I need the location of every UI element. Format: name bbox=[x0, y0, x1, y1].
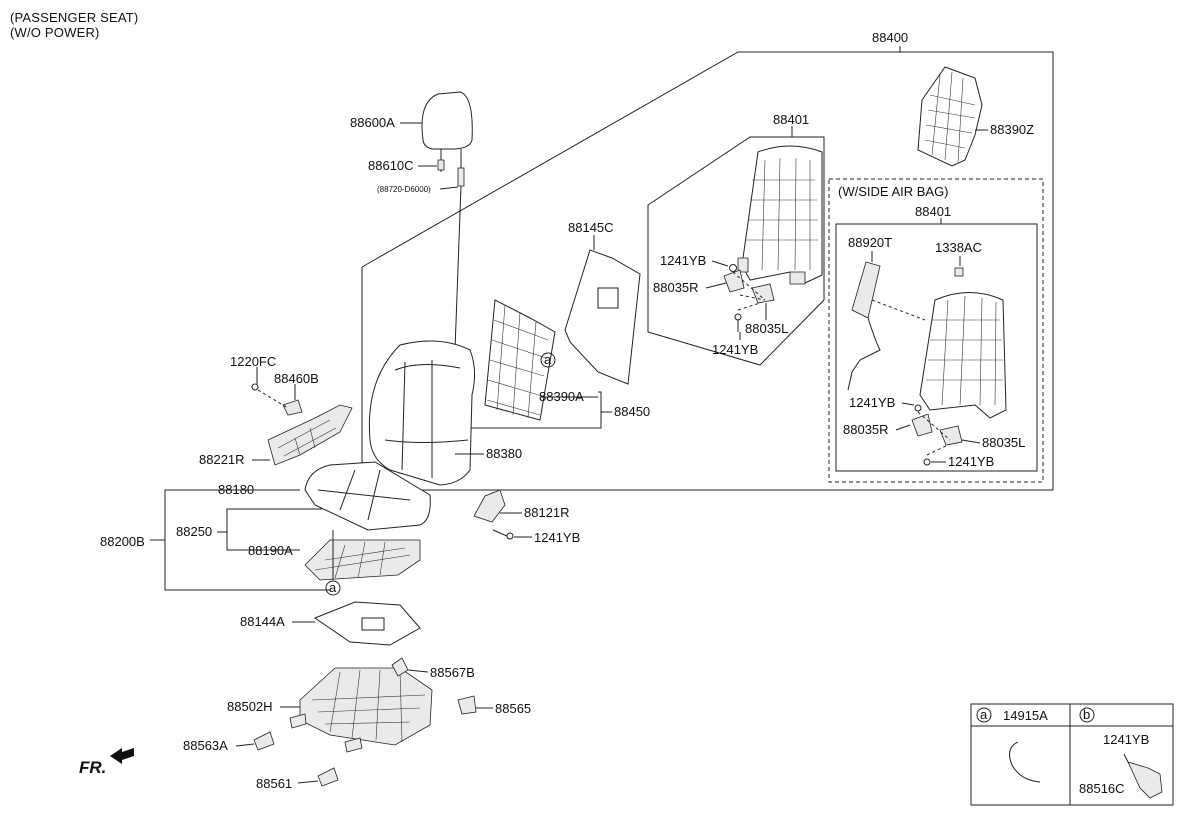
label-88145C: 88145C bbox=[568, 220, 614, 235]
bracket-88450 bbox=[460, 391, 602, 429]
seat-cushion-88180 bbox=[304, 461, 431, 531]
label-1241YB-e: 1241YB bbox=[534, 530, 580, 545]
label-88180: 88180 bbox=[218, 482, 254, 497]
group-88401-inner-frame bbox=[835, 223, 1038, 472]
leader-1241YB-c bbox=[901, 402, 915, 406]
callout-a-upper-label: a bbox=[544, 352, 552, 367]
label-88035L-a: 88035L bbox=[745, 321, 788, 336]
label-88565: 88565 bbox=[495, 701, 531, 716]
label-88610C: 88610C bbox=[368, 158, 414, 173]
label-1241YB-d: 1241YB bbox=[948, 454, 994, 469]
legend-b-part-88516C: 88516C bbox=[1079, 781, 1125, 796]
seat-back-frame-airbag bbox=[919, 267, 1007, 419]
label-88380: 88380 bbox=[486, 446, 522, 461]
leader-1241YB-a bbox=[711, 260, 729, 267]
label-88221R: 88221R bbox=[199, 452, 245, 467]
front-marker-label: FR. bbox=[79, 758, 107, 777]
recliner-bracket-top bbox=[723, 264, 775, 332]
legend-b-key: b bbox=[1083, 707, 1090, 722]
callout-a-lower bbox=[325, 580, 341, 596]
leader-88561 bbox=[297, 780, 319, 784]
label-1241YB-a: 1241YB bbox=[660, 253, 706, 268]
label-88450: 88450 bbox=[614, 404, 650, 419]
label-1241YB-c: 1241YB bbox=[849, 395, 895, 410]
label-88561: 88561 bbox=[256, 776, 292, 791]
bracket-88250 bbox=[226, 508, 322, 551]
label-88035L-b: 88035L bbox=[982, 435, 1025, 450]
heading-seat: (PASSENGER SEAT) bbox=[10, 10, 139, 25]
label-88600A: 88600A bbox=[350, 115, 395, 130]
bracket-88200B bbox=[164, 489, 330, 591]
cushion-mat-88190A bbox=[304, 539, 421, 581]
label-88920T: 88920T bbox=[848, 235, 892, 250]
seat-track-88502H bbox=[289, 667, 433, 753]
pad-88145C bbox=[564, 249, 641, 385]
label-88390Z: 88390Z bbox=[990, 122, 1034, 137]
side-airbag-variant-box bbox=[828, 178, 1044, 483]
pad-88144A bbox=[313, 601, 421, 646]
label-88401-inner: 88401 bbox=[915, 204, 951, 219]
leader-88563A bbox=[235, 743, 255, 747]
label-88190A: 88190A bbox=[248, 543, 293, 558]
callout-a-lower-label: a bbox=[329, 580, 337, 595]
cover-88561 bbox=[317, 767, 339, 787]
seat-back-board-88390Z bbox=[917, 66, 983, 167]
side-cover-88221R bbox=[251, 383, 353, 466]
legend-table bbox=[970, 703, 1174, 806]
label-88563A: 88563A bbox=[183, 738, 228, 753]
seat-back-frame-part bbox=[737, 145, 823, 285]
label-88144A: 88144A bbox=[240, 614, 285, 629]
leader-88720 bbox=[439, 186, 459, 190]
label-1338AC: 1338AC bbox=[935, 240, 982, 255]
cover-88563A bbox=[253, 731, 275, 751]
label-88720: (88720-D6000) bbox=[377, 185, 431, 194]
front-arrow-icon bbox=[110, 748, 134, 764]
back-panel-88390A bbox=[484, 299, 556, 421]
label-88401-top: 88401 bbox=[773, 112, 809, 127]
cover-88121R bbox=[473, 489, 514, 540]
legend-b-part-1241YB: 1241YB bbox=[1103, 732, 1149, 747]
diagram-heading: (PASSENGER SEAT) (W/O POWER) bbox=[10, 10, 138, 40]
seat-back-cover-88380 bbox=[368, 340, 476, 486]
leader-88035L-b bbox=[961, 439, 981, 444]
callout-a-upper bbox=[540, 352, 556, 368]
group-88401-frame bbox=[647, 136, 825, 366]
label-88390A: 88390A bbox=[539, 389, 584, 404]
legend-a-part: 14915A bbox=[1003, 708, 1048, 723]
label-88400: 88400 bbox=[872, 30, 908, 45]
leader-88567B bbox=[407, 669, 429, 673]
label-88460B: 88460B bbox=[274, 371, 319, 386]
label-88035R-a: 88035R bbox=[653, 280, 699, 295]
side-airbag-variant-title: (W/SIDE AIR BAG) bbox=[838, 184, 949, 199]
leader-88035R-b bbox=[895, 424, 911, 431]
label-88200B: 88200B bbox=[100, 534, 145, 549]
recliner-bracket-airbag bbox=[911, 404, 963, 466]
label-88567B: 88567B bbox=[430, 665, 475, 680]
side-airbag-module bbox=[847, 261, 926, 391]
label-88121R: 88121R bbox=[524, 505, 570, 520]
label-88250: 88250 bbox=[176, 524, 212, 539]
label-88502H: 88502H bbox=[227, 699, 273, 714]
label-1241YB-b: 1241YB bbox=[712, 342, 758, 357]
cover-88565 bbox=[457, 695, 477, 715]
heading-variant: (W/O POWER) bbox=[10, 25, 100, 40]
label-1220FC: 1220FC bbox=[230, 354, 276, 369]
leader-88035R-a bbox=[705, 282, 727, 289]
label-88035R-b: 88035R bbox=[843, 422, 889, 437]
headrest-88600A bbox=[421, 91, 473, 351]
group-88400-frame bbox=[361, 51, 1054, 491]
legend-a-key: a bbox=[980, 707, 988, 722]
